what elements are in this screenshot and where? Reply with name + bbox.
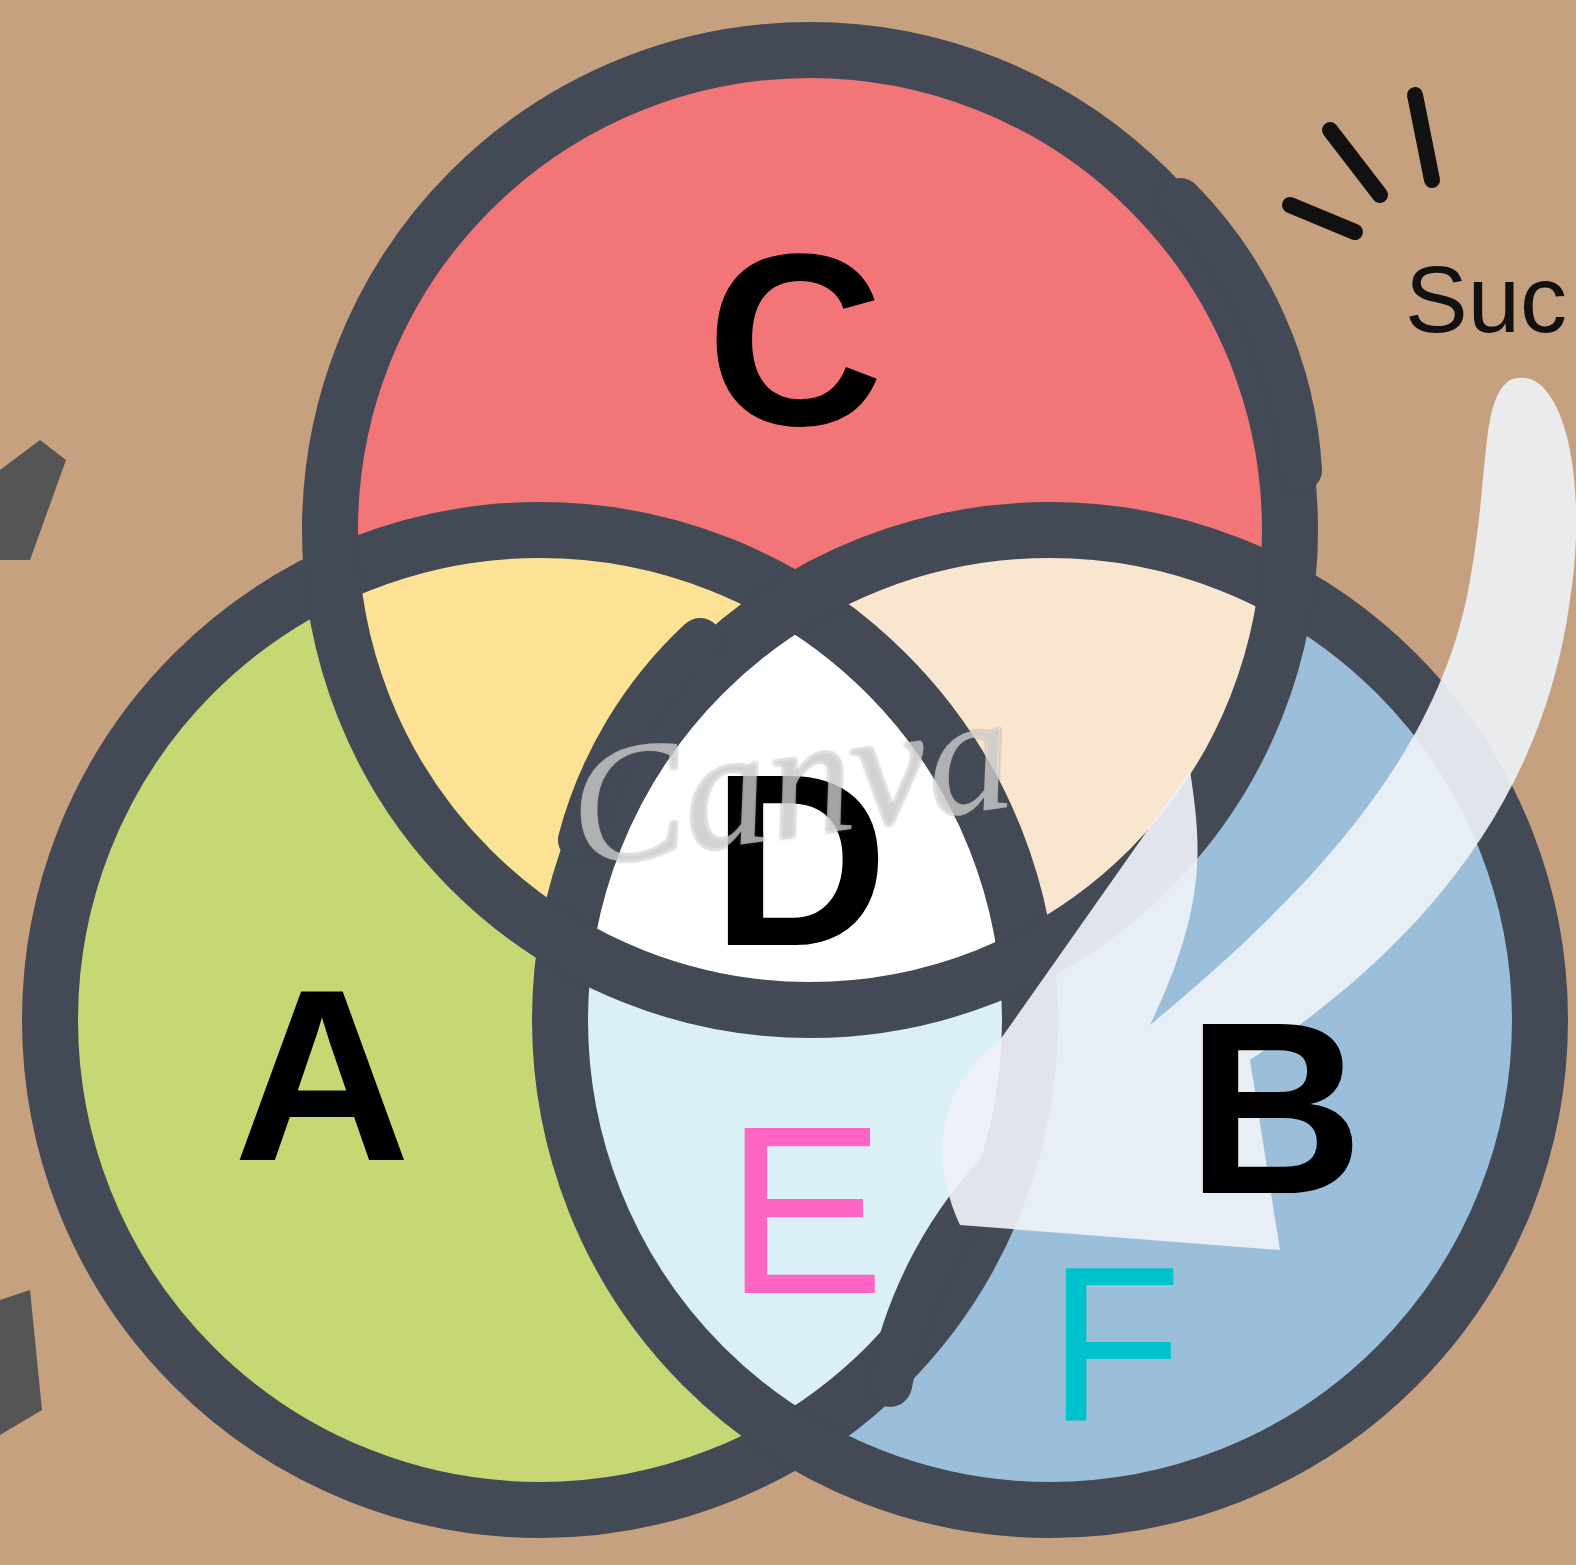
callout-arrow xyxy=(942,378,1576,1250)
region-letter: E xyxy=(725,1090,885,1330)
region-letter: C xyxy=(707,218,884,463)
edge-mark xyxy=(0,1290,42,1435)
region-letter: F xyxy=(1048,1235,1182,1455)
region-letter: A xyxy=(234,953,411,1198)
highlight-stroke xyxy=(1180,200,1300,470)
emphasis-ray xyxy=(1415,95,1432,180)
region-letter: B xyxy=(1187,986,1364,1231)
callout-text: Suc xyxy=(1405,253,1567,347)
emphasis-ray xyxy=(1290,205,1355,232)
edge-mark xyxy=(0,440,66,560)
emphasis-ray xyxy=(1330,130,1380,195)
